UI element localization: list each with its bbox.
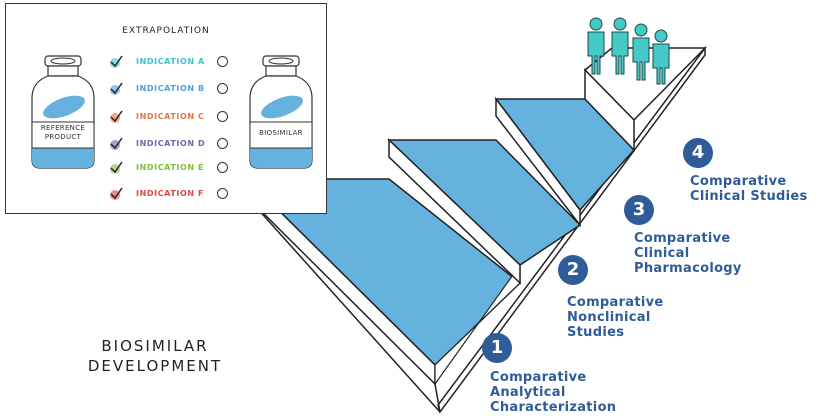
step-3-number: 3 — [624, 195, 654, 225]
indication-radio[interactable] — [217, 111, 228, 122]
step-1-number: 1 — [482, 333, 512, 363]
checkmark-icon — [110, 161, 123, 174]
indication-row: INDICATION A — [109, 55, 239, 70]
indication-label: INDICATION D — [136, 139, 206, 148]
indication-row: INDICATION F — [109, 187, 239, 202]
indication-radio[interactable] — [217, 56, 228, 67]
checkmark-icon — [110, 187, 123, 200]
step-2-number: 2 — [558, 255, 588, 285]
indication-label: INDICATION C — [136, 112, 205, 121]
indication-label: INDICATION F — [136, 189, 205, 198]
extrapolation-panel: EXTRAPOLATION REFERENCE PRODUCT BIOSIMIL… — [5, 3, 327, 214]
checkmark-icon — [110, 137, 123, 150]
indication-row: INDICATION B — [109, 82, 239, 97]
indication-row: INDICATION E — [109, 161, 239, 176]
extrapolation-title: EXTRAPOLATION — [122, 26, 210, 36]
indication-label: INDICATION B — [136, 84, 205, 93]
step-4-label: Comparative Clinical Studies — [690, 174, 808, 204]
checkmark-icon — [110, 110, 123, 123]
biosimilar-bottle-icon — [249, 55, 313, 169]
step-2-label: Comparative Nonclinical Studies — [567, 295, 664, 340]
reference-product-label: REFERENCE PRODUCT — [40, 124, 86, 141]
biosimilar-label: BIOSIMILAR — [259, 129, 303, 137]
checkmark-icon — [110, 55, 123, 68]
top-landing-riser — [584, 68, 635, 152]
people-group-icon — [587, 17, 670, 85]
checkmark-icon — [110, 82, 123, 95]
indication-label: INDICATION E — [136, 163, 205, 172]
indication-label: INDICATION A — [136, 57, 205, 66]
step-2-riser — [388, 138, 521, 285]
indication-radio[interactable] — [217, 162, 228, 173]
reference-product-bottle-icon — [31, 55, 95, 169]
indication-radio[interactable] — [217, 188, 228, 199]
indication-row: INDICATION D — [109, 137, 239, 152]
step-3-riser — [495, 96, 581, 228]
step-3-label: Comparative Clinical Pharmacology — [634, 231, 742, 276]
page-title: BIOSIMILAR DEVELOPMENT — [87, 337, 223, 375]
indication-radio[interactable] — [217, 83, 228, 94]
indication-radio[interactable] — [217, 138, 228, 149]
step-4-number: 4 — [683, 138, 713, 168]
step-1-label: Comparative Analytical Characterization — [490, 370, 617, 415]
indication-row: INDICATION C — [109, 110, 239, 125]
